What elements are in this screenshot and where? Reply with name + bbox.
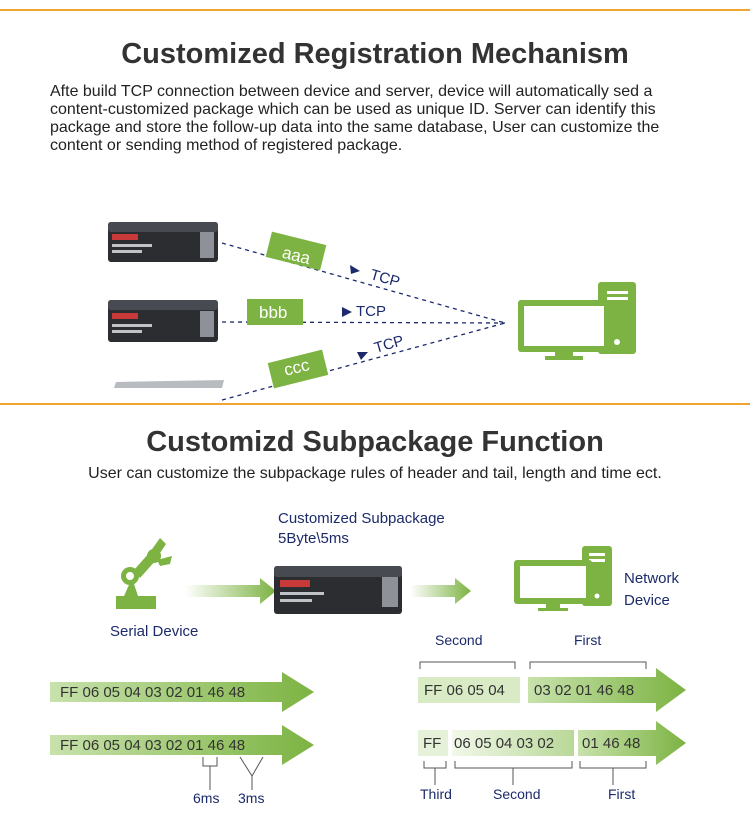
serial-server-device-1 xyxy=(108,222,218,262)
section2-description: User can customize the subpackage rules … xyxy=(88,465,662,482)
serial-server-device-2 xyxy=(108,300,218,342)
device-caption-line2: 5Byte\5ms xyxy=(278,530,349,547)
output-row2-second-data: 06 05 04 03 02 xyxy=(454,735,555,752)
output-row1-first-data: 03 02 01 46 48 xyxy=(534,682,635,699)
output-row1-brackets xyxy=(419,661,647,669)
section1-description: Afte build TCP connection between device… xyxy=(50,83,660,154)
serial-server-device-3-partial xyxy=(114,380,224,388)
package-tag-aaa xyxy=(265,231,327,271)
output-row2-second-label: Second xyxy=(493,786,541,802)
center-serial-server-device xyxy=(274,566,402,614)
serial-to-device-arrow xyxy=(185,578,276,604)
device-caption-line1: Customized Subpackage xyxy=(278,510,445,527)
package-tag-ccc xyxy=(267,349,329,389)
input-stream-arrow-2 xyxy=(50,725,314,765)
package-protocol-bbb: TCP xyxy=(356,303,386,320)
network-device-label-line1: Network xyxy=(624,570,680,587)
package-label-bbb: bbb xyxy=(259,303,288,322)
input-stream-text-1: FF 06 05 04 03 02 01 46 48 xyxy=(60,684,246,701)
network-device-icon xyxy=(514,546,612,611)
output-row1-first-label: First xyxy=(574,632,602,648)
output-row2-first-arrow xyxy=(578,721,686,765)
timing-markers xyxy=(202,756,264,790)
serial-device-label: Serial Device xyxy=(110,623,199,640)
section2-title: Customizd Subpackage Function xyxy=(146,426,604,458)
output-row1-first-arrow xyxy=(528,668,686,712)
output-row1-second-block xyxy=(418,677,520,703)
timing-label-3ms: 3ms xyxy=(238,790,265,806)
network-device-label-line2: Device xyxy=(624,592,670,609)
input-stream-arrow-1 xyxy=(50,672,314,712)
server-computer-icon xyxy=(518,282,636,360)
timing-label-6ms: 6ms xyxy=(193,790,220,806)
package-tag-bbb xyxy=(247,299,303,325)
output-row1-second-label: Second xyxy=(435,632,483,648)
robot-arm-icon xyxy=(116,538,172,609)
input-stream-text-2: FF 06 05 04 03 02 01 46 48 xyxy=(60,737,246,754)
output-row2-first-data: 01 46 48 xyxy=(582,735,641,752)
output-row2-first-label: First xyxy=(608,786,636,802)
middle-divider xyxy=(0,403,750,405)
output-row2-brackets xyxy=(423,761,647,785)
device-to-network-arrow xyxy=(410,578,471,604)
arrow-heads xyxy=(342,265,368,360)
top-divider xyxy=(0,9,750,11)
output-row2-third-label: Third xyxy=(420,786,452,802)
section1-title: Customized Registration Mechanism xyxy=(121,38,629,70)
output-row1-second-data: FF 06 05 04 xyxy=(424,682,505,699)
output-row2-third-block xyxy=(418,730,448,756)
output-row2-third-data: FF xyxy=(423,735,442,752)
output-row2-second-block xyxy=(452,730,574,756)
